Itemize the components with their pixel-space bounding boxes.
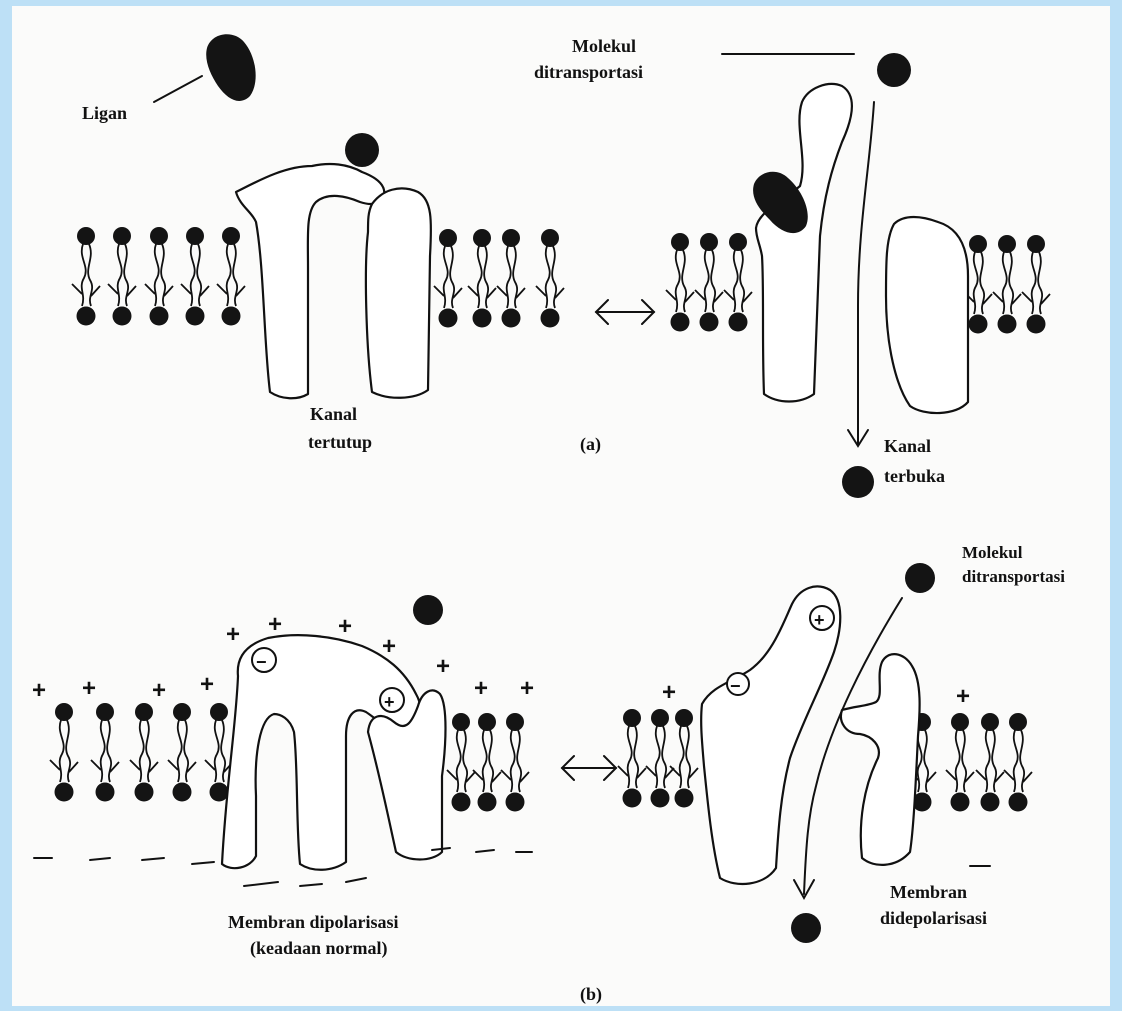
- svg-text:+: +: [152, 677, 166, 704]
- svg-text:+: +: [338, 613, 352, 640]
- depolarized-channel-protein: + −: [701, 586, 919, 884]
- svg-text:+: +: [82, 675, 96, 702]
- ligand-label: Ligan: [82, 103, 127, 123]
- molecule-label-line1: Molekul: [572, 36, 636, 56]
- svg-text:+: +: [384, 692, 395, 712]
- transported-molecule-icon-b: [905, 563, 935, 593]
- panel-a-caption: (a): [580, 434, 601, 455]
- membrane-right-b1: [618, 709, 698, 808]
- equilibrium-arrow-icon-b: [562, 756, 616, 780]
- panel-a: Ligan Molekul dit: [72, 34, 1050, 498]
- equilibrium-arrow-icon: [596, 300, 654, 324]
- positive-charge-right-2: +: [956, 683, 970, 710]
- diagram-paper: Ligan Molekul dit: [12, 6, 1110, 1006]
- svg-text:+: +: [268, 611, 282, 638]
- depolarized-membrane-label-line1: Membran: [890, 882, 967, 902]
- polarized-membrane-label-line2: (keadaan normal): [250, 938, 388, 959]
- membrane-left-a: [72, 227, 245, 326]
- open-channel-protein: [756, 84, 968, 413]
- open-channel-label-line2: terbuka: [884, 466, 945, 486]
- svg-text:+: +: [520, 675, 534, 702]
- molecule-icon-b: [413, 595, 443, 625]
- released-molecule-icon: [842, 466, 874, 498]
- svg-text:−: −: [730, 676, 741, 696]
- membrane-right-a2: [964, 235, 1050, 334]
- membrane-mid-b: [447, 713, 529, 812]
- channel-diagram: Ligan Molekul dit: [12, 6, 1110, 1006]
- svg-text:+: +: [474, 675, 488, 702]
- svg-text:+: +: [226, 621, 240, 648]
- transport-path: [858, 102, 874, 444]
- membrane-left-b: [50, 703, 233, 802]
- svg-text:−: −: [256, 652, 267, 672]
- panel-b-caption: (b): [580, 984, 602, 1005]
- molecule-label-b-line1: Molekul: [962, 543, 1023, 562]
- molecule-label-line2: ditransportasi: [534, 62, 643, 82]
- ligand-icon: [206, 34, 255, 101]
- svg-text:+: +: [32, 677, 46, 704]
- membrane-right-a1: [666, 233, 752, 332]
- membrane-right-b2: [908, 713, 1032, 812]
- released-molecule-icon-b: [791, 913, 821, 943]
- closed-channel-label-line1: Kanal: [310, 404, 357, 424]
- transported-molecule-icon: [877, 53, 911, 87]
- closed-channel-protein: [236, 164, 431, 398]
- polarized-channel-protein: − +: [222, 635, 446, 870]
- depolarized-membrane-label-line2: didepolarisasi: [880, 908, 987, 928]
- open-channel-label-line1: Kanal: [884, 436, 931, 456]
- polarized-membrane-label-line1: Membran dipolarisasi: [228, 912, 399, 932]
- closed-channel-label-line2: tertutup: [308, 432, 372, 452]
- negative-charges-bottom: [34, 848, 532, 886]
- positive-charge-right-1: +: [662, 679, 676, 706]
- molecule-label-b-line2: ditransportasi: [962, 567, 1065, 586]
- svg-text:+: +: [200, 671, 214, 698]
- molecule-icon: [345, 133, 379, 167]
- ligand-pointer: [154, 76, 202, 102]
- panel-b: + + + + + + + + + + +: [32, 543, 1065, 1005]
- svg-text:+: +: [382, 633, 396, 660]
- svg-text:+: +: [436, 653, 450, 680]
- membrane-mid-a: [434, 229, 564, 328]
- svg-text:+: +: [814, 610, 825, 630]
